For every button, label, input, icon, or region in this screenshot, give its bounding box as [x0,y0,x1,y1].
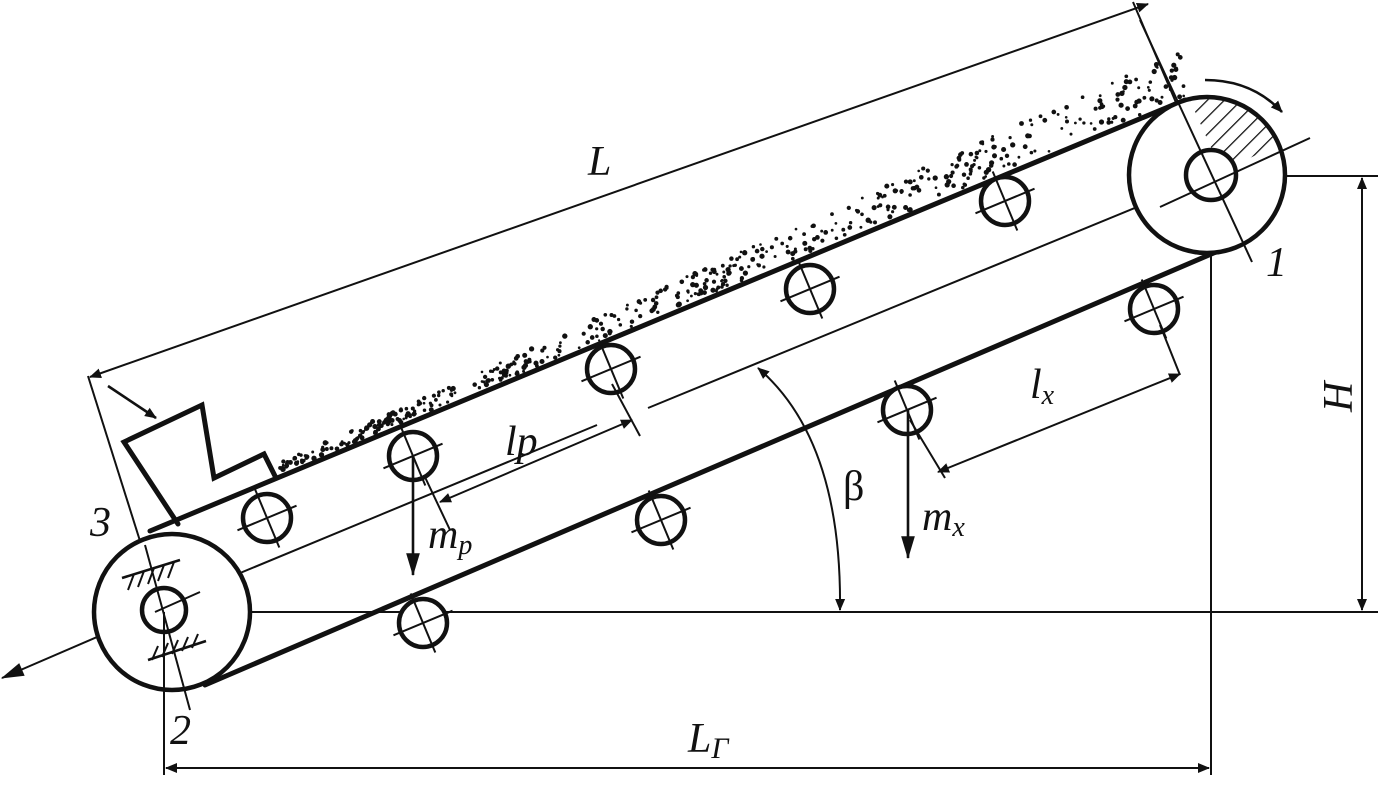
idler-roller [975,171,1035,231]
idler-roller [780,259,840,319]
label-hopper-3: 3 [89,500,111,546]
loading-hopper [107,384,279,527]
idler-rollers [237,171,1184,653]
label-drum-1: 1 [1266,240,1287,286]
dimension-L [87,1,1208,561]
tension-device [121,558,207,662]
label-mp: mp [428,512,472,561]
idler-roller [393,593,453,653]
idler-roller [237,488,297,548]
idler-roller [631,490,691,550]
label-LG: LГ [687,716,730,765]
label-drum-2: 2 [170,708,191,754]
label-H: H [1316,379,1362,413]
drive-drum [1126,19,1311,263]
dimension-lp [423,383,641,531]
dimension-lx [909,324,1181,479]
label-beta: β [843,464,864,510]
label-L: L [587,139,611,185]
label-lp: lp [505,419,538,465]
bulk-material [278,52,1186,472]
label-mx: mx [922,494,965,543]
angle-beta [757,367,846,611]
dimension-LG [165,252,1212,775]
label-lx: lx [1030,362,1055,411]
tail-drum [0,531,253,775]
idler-roller [581,339,641,399]
conveyor-belt [147,97,1219,688]
